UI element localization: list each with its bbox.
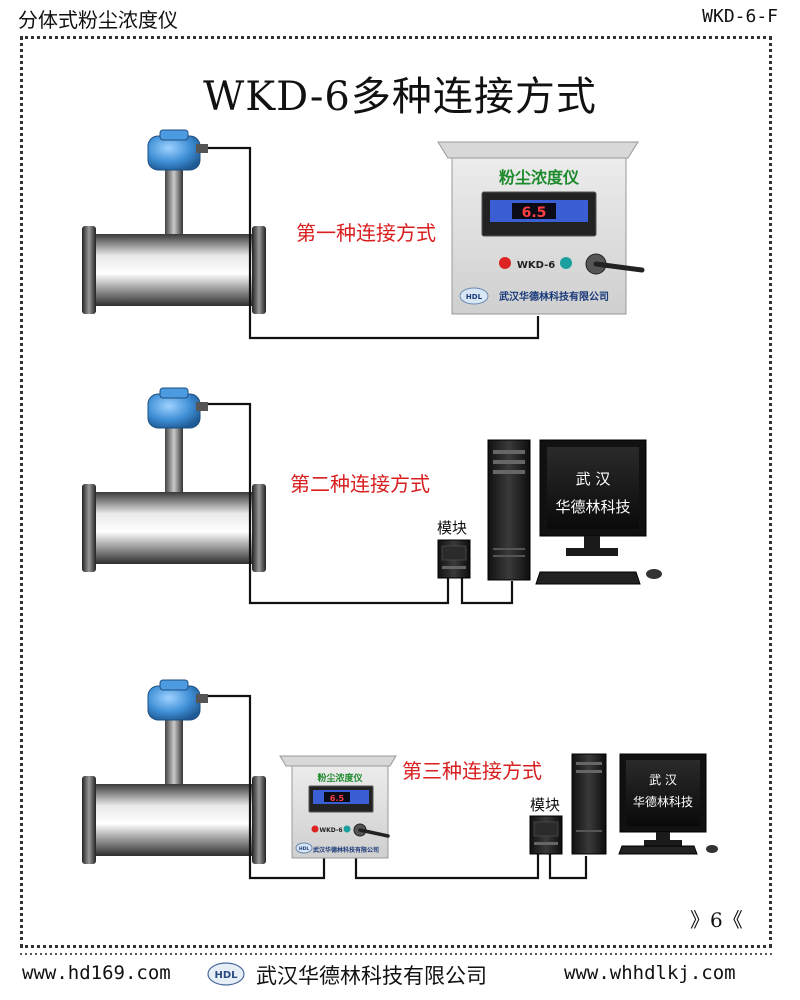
module-3-label: 模块 [530,796,560,814]
cabinet-1-logo: HDL [466,293,483,301]
sensor-2 [81,387,267,573]
cabinet-1 [437,141,645,315]
wire-2b [460,576,514,605]
method-1-label: 第一种连接方式 [296,221,436,245]
cabinet-1-title: 粉尘浓度仪 [499,168,580,187]
module-2-label: 模块 [437,519,467,537]
monitor-2 [539,439,647,556]
page-title: WKD-6多种连接方式 [203,74,597,120]
monitor-3 [619,753,707,846]
wire-3b [354,854,540,880]
website-right-link[interactable]: www.whhdlkj.com [564,962,736,984]
cabinet-3-title: 粉尘浓度仪 [317,772,363,784]
method-2-label: 第二种连接方式 [290,472,430,496]
sensor-1 [81,129,267,315]
cabinet-1-model: WKD-6 [517,260,555,271]
footer-company-name: 武汉华德林科技有限公司 [256,964,487,988]
cabinet-3-display: 6.5 [330,794,345,803]
company-logo-icon: HDL [207,962,245,986]
wire-3c [548,854,588,880]
cabinet-3-company: 武汉华德林科技有限公司 [313,846,379,854]
page-frame [20,36,772,948]
wire-3a [208,694,326,880]
model-code: WKD-6-F [702,6,778,27]
keyboard-3 [618,845,718,855]
keyboard-2 [535,569,662,585]
sensor-3 [81,679,267,865]
module-2 [437,539,471,579]
footer-logo-text: HDL [214,970,238,981]
wire-2a [208,402,450,605]
monitor-3-line1: 武 汉 [649,773,677,787]
monitor-2-line2: 华德林科技 [555,498,630,516]
website-left-link[interactable]: www.hd169.com [22,962,171,984]
wire-1 [208,146,540,340]
cabinet-1-display: 6.5 [522,205,547,221]
pc-tower-3 [571,753,607,855]
product-name: 分体式粉尘浓度仪 [18,8,178,32]
monitor-3-line2: 华德林科技 [633,794,693,809]
method-3-label: 第三种连接方式 [402,759,542,783]
cabinet-3-logo: HDL [299,846,310,852]
module-3 [529,815,563,855]
pc-tower-2 [487,439,531,581]
page-number: 》6《 [690,908,743,932]
cabinet-1-company: 武汉华德林科技有限公司 [499,290,609,303]
cabinet-3-model: WKD-6 [319,827,342,834]
cabinet-3 [279,755,397,859]
monitor-2-line1: 武 汉 [576,470,611,488]
